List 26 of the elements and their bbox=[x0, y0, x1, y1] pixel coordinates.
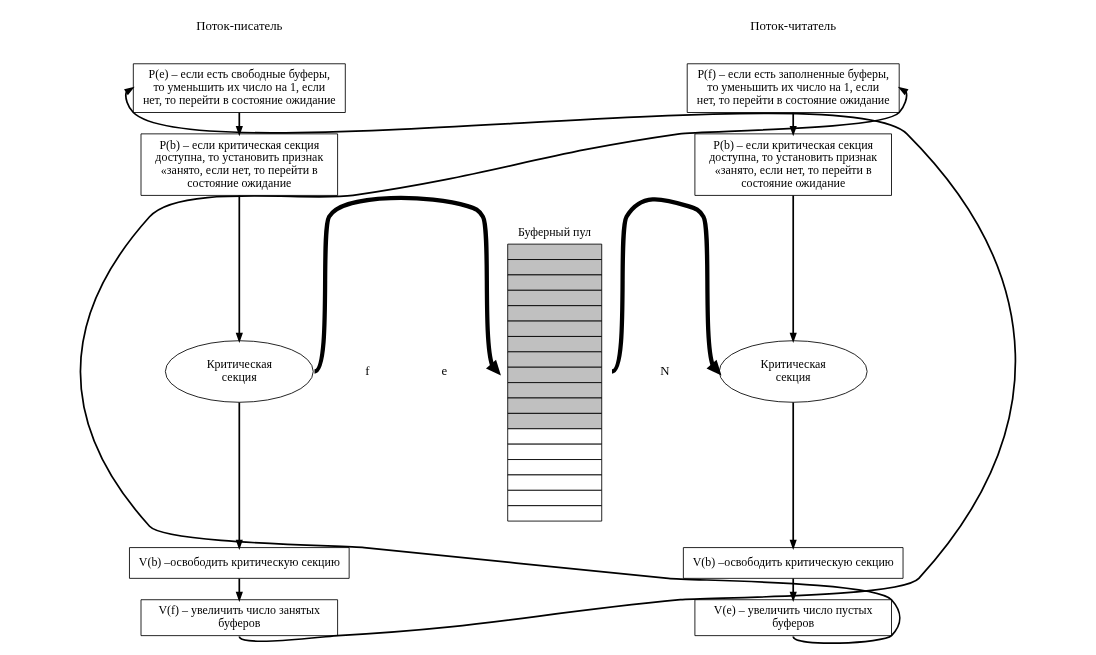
node-ellipse: Критическая секция bbox=[718, 340, 868, 403]
arrow bbox=[610, 197, 722, 376]
arrow bbox=[124, 86, 1017, 643]
arrow bbox=[789, 194, 797, 344]
node-box: P(e) – если есть свободные буферы, то уменьшить их число на 1, если нет, то перейти в состояние ожидание bbox=[132, 63, 346, 113]
label: e bbox=[441, 363, 448, 378]
label: Поток-писатель bbox=[196, 19, 283, 34]
arrow bbox=[789, 577, 797, 603]
node-label: Буферный пул bbox=[517, 225, 591, 240]
arrow bbox=[789, 401, 797, 550]
arrow bbox=[235, 111, 243, 137]
arrow bbox=[235, 577, 243, 603]
arrow bbox=[313, 195, 501, 376]
label: N bbox=[660, 363, 670, 378]
node-box: P(b) – если критическая секция доступна, то установить признак «занято, если нет, то перейти в состояние ожидание bbox=[694, 133, 892, 196]
arrow bbox=[235, 194, 243, 344]
node-box: P(f) – если есть заполненные буферы, то уменьшить их число на 1, если нет, то перейти в состояние ожидание bbox=[686, 63, 900, 113]
label: Поток-читатель bbox=[750, 19, 837, 34]
node-ellipse: Критическая секция bbox=[164, 340, 314, 403]
arrow bbox=[79, 86, 909, 644]
node-box: V(b) –освободить критическую секцию bbox=[682, 547, 904, 579]
label: f bbox=[365, 363, 370, 378]
node-box: V(b) –освободить критическую секцию bbox=[129, 547, 350, 579]
node-box: P(b) – если критическая секция доступна, то установить признак «занято, если нет, то перейти в состояние ожидание bbox=[140, 133, 339, 196]
node-box: V(e) – увеличить число пустых буферов bbox=[694, 599, 892, 637]
node-box: V(f) – увеличить число занятых буферов bbox=[140, 599, 339, 637]
